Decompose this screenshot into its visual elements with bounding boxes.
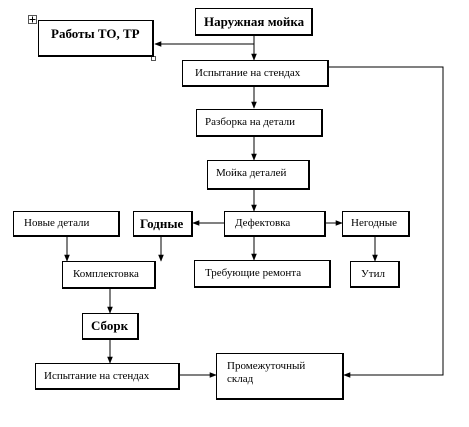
node-defect-label: Дефектовка — [235, 217, 291, 229]
node-disassembly-label: Разборка на детали — [205, 116, 296, 128]
node-scrap[interactable]: Утил — [350, 261, 400, 288]
node-kitting-label: Комплектовка — [73, 268, 139, 280]
node-good-label: Годные — [140, 216, 184, 231]
node-scrap-label: Утил — [361, 268, 385, 280]
node-repair[interactable]: Требующие ремонта — [194, 260, 331, 288]
node-good[interactable]: Годные — [133, 211, 193, 237]
node-new-parts[interactable]: Новые детали — [13, 211, 120, 237]
node-unusable[interactable]: Негодные — [342, 211, 410, 237]
node-storage[interactable]: Промежуточный склад — [216, 353, 344, 400]
node-parts-wash-label: Мойка деталей — [216, 167, 287, 179]
node-unusable-label: Негодные — [351, 217, 398, 229]
node-kitting[interactable]: Комплектовка — [62, 261, 156, 289]
node-test-bottom-label: Испытание на стендах — [44, 370, 150, 382]
node-test-bottom[interactable]: Испытание на стендах — [35, 363, 180, 390]
node-assembly[interactable]: Сборк — [82, 313, 139, 340]
node-maintenance-label: Работы ТО, ТР — [51, 26, 140, 41]
node-defect[interactable]: Дефектовка — [224, 211, 326, 237]
node-test-top-label: Испытание на стендах — [195, 67, 301, 79]
node-assembly-label: Сборк — [91, 318, 129, 333]
node-maintenance[interactable]: Работы ТО, ТР — [38, 20, 154, 57]
node-test-top[interactable]: Испытание на стендах — [182, 60, 329, 87]
node-parts-wash[interactable]: Мойка деталей — [207, 160, 310, 190]
node-new-parts-label: Новые детали — [24, 217, 90, 229]
connector-return-to-storage — [329, 66, 444, 378]
node-disassembly[interactable]: Разборка на детали — [196, 109, 323, 137]
node-storage-line1: Промежуточный — [227, 360, 306, 372]
node-storage-line2: склад — [227, 373, 254, 386]
node-outer-wash-label: Наружная мойка — [204, 14, 305, 29]
move-cross-icon[interactable] — [28, 15, 37, 24]
node-repair-label: Требующие ремонта — [205, 267, 302, 279]
node-outer-wash[interactable]: Наружная мойка — [195, 8, 313, 36]
